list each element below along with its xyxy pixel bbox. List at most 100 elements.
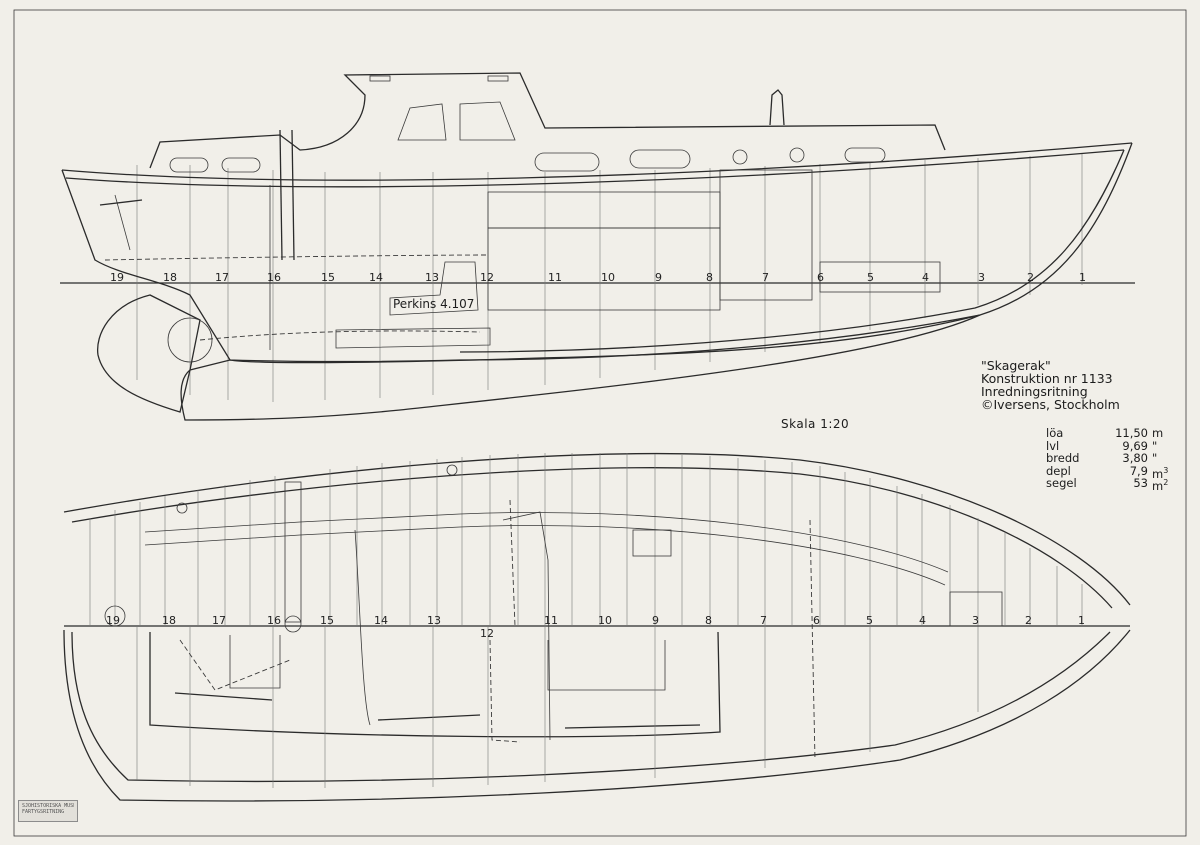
spec-row: lvl 9,69 " <box>1046 438 1186 453</box>
sheet-border <box>13 9 1187 837</box>
design-number: Konstruktion nr 1133 <box>981 371 1113 386</box>
propeller-aperture <box>167 317 213 363</box>
station-label: 17 <box>212 614 226 627</box>
profile-view: Perkins 4.107 <box>60 72 1135 421</box>
station-label: 13 <box>427 614 441 627</box>
spec-name: bredd <box>1046 451 1080 465</box>
station-label: 11 <box>544 614 558 627</box>
hatch <box>632 529 672 557</box>
station-label: 7 <box>760 614 767 627</box>
plan-view <box>63 453 1131 802</box>
station-label: 18 <box>163 271 177 284</box>
station-label: 18 <box>162 614 176 627</box>
station-label: 8 <box>705 614 712 627</box>
station-label: 6 <box>817 271 824 284</box>
station-label: 1 <box>1078 614 1085 627</box>
station-label: 17 <box>215 271 229 284</box>
mast-step <box>769 89 785 126</box>
spec-unit: m3 <box>1152 465 1169 481</box>
waterline-dashed <box>104 254 489 261</box>
spec-row: depl 7,9 m3 <box>1046 463 1186 481</box>
stamp-line: SJÖHISTORISKA MUSEET <box>22 803 74 809</box>
plan-frames <box>89 453 1083 626</box>
saloon-berth <box>487 227 721 311</box>
station-label: 15 <box>321 271 335 284</box>
designer: ©Iversens, Stockholm <box>981 397 1120 412</box>
station-label: 12 <box>480 271 494 284</box>
station-label: 16 <box>267 271 281 284</box>
station-label: 9 <box>652 614 659 627</box>
engine-box <box>389 261 479 316</box>
hull-outline-bottom <box>63 629 1131 802</box>
station-label: 10 <box>601 271 615 284</box>
spec-value: 3,80 <box>1122 451 1148 465</box>
sheer-line <box>61 142 1133 181</box>
stamp-line: FARTYGSRITNING <box>22 809 65 815</box>
spec-row: segel 53 m2 <box>1046 476 1186 493</box>
title-block: "Skagerak" Konstruktion nr 1133 Inrednin… <box>981 359 1181 411</box>
spec-value: 11,50 <box>1115 426 1148 440</box>
spec-table: löa 11,50 m lvl 9,69 " bredd 3,80 " depl… <box>1046 427 1186 493</box>
station-label: 3 <box>972 614 979 627</box>
spec-unit: " <box>1152 438 1158 453</box>
spec-row: löa 11,50 m <box>1046 427 1186 440</box>
station-label: 13 <box>425 271 439 284</box>
station-label: 6 <box>813 614 820 627</box>
window <box>397 103 447 141</box>
station-label: 12 <box>480 627 494 640</box>
station-label: 2 <box>1025 614 1032 627</box>
station-label: 15 <box>320 614 334 627</box>
forward-berth <box>819 261 941 293</box>
station-label: 16 <box>267 614 281 627</box>
station-label: 8 <box>706 271 713 284</box>
profile-frames <box>136 154 1083 402</box>
station-label: 5 <box>866 614 873 627</box>
station-label: 9 <box>655 271 662 284</box>
spec-value: 9,69 <box>1122 438 1148 453</box>
station-label: 14 <box>369 271 383 284</box>
profile-station-labels: 19 18 17 16 15 14 13 12 11 10 9 8 7 6 5 … <box>110 271 1086 284</box>
spec-unit: " <box>1152 451 1158 465</box>
station-label: 4 <box>919 614 926 627</box>
porthole <box>629 149 691 169</box>
head-compartment <box>719 169 813 301</box>
scale-label: Skala 1:20 <box>781 417 850 431</box>
station-label: 10 <box>598 614 612 627</box>
spec-name: löa <box>1046 426 1064 440</box>
station-label: 11 <box>548 271 562 284</box>
station-label: 5 <box>867 271 874 284</box>
station-label: 3 <box>978 271 985 284</box>
spec-name: depl <box>1046 463 1071 478</box>
vessel-name: "Skagerak" <box>981 358 1051 373</box>
station-label: 2 <box>1027 271 1034 284</box>
chain-locker <box>949 591 1003 627</box>
hull-bottom <box>61 142 1133 363</box>
spec-name: segel <box>1046 476 1077 490</box>
deck-line-inner <box>65 149 1125 188</box>
spec-name: lvl <box>1046 438 1060 453</box>
engine-label: Perkins 4.107 <box>393 297 474 311</box>
keel <box>180 314 981 421</box>
porthole <box>844 147 886 163</box>
plan-station-labels: 19 18 17 16 15 14 13 12 11 10 9 8 7 6 5 … <box>106 614 1085 640</box>
porthole <box>221 157 261 173</box>
window <box>459 101 516 141</box>
drawing-type: Inredningsritning <box>981 384 1088 399</box>
spec-unit: m <box>1152 426 1164 440</box>
spec-unit: m2 <box>1152 478 1169 493</box>
deckhouse <box>149 72 946 169</box>
spec-row: bredd 3,80 " <box>1046 452 1186 465</box>
deckhouse-plan <box>149 631 721 738</box>
station-label: 4 <box>922 271 929 284</box>
hull-outline-top <box>63 453 1131 606</box>
porthole <box>169 157 209 173</box>
archive-stamp: SJÖHISTORISKA MUSEET FARTYGSRITNING <box>18 800 78 822</box>
spec-value: 53 <box>1133 476 1148 490</box>
porthole <box>534 152 600 172</box>
station-label: 19 <box>106 614 120 627</box>
station-label: 1 <box>1079 271 1086 284</box>
rudder <box>96 294 201 413</box>
station-label: 14 <box>374 614 388 627</box>
